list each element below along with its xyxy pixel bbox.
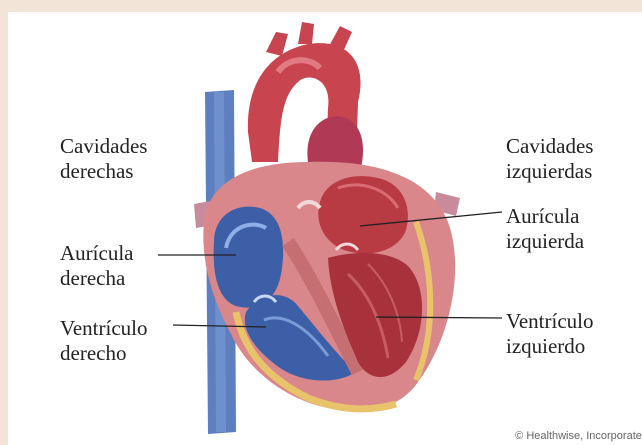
label-left-atrium-line1: Aurícula — [506, 204, 584, 229]
credit-text: © Healthwise, Incorporated — [515, 430, 642, 442]
label-right-ventricle-line2: derecho — [60, 341, 147, 366]
left-atrium-chamber — [318, 176, 408, 253]
label-left-ventricle-line2: izquierdo — [506, 334, 593, 359]
label-left-chambers-line1: Cavidades — [506, 134, 593, 159]
label-left-ventricle-line1: Ventrículo — [506, 309, 593, 334]
label-right-chambers-line1: Cavidades — [60, 134, 147, 159]
label-left-atrium-line2: izquierda — [506, 229, 584, 254]
label-right-atrium-line2: derecha — [60, 266, 133, 291]
diagram-frame: Cavidades derechas Cavidades izquierdas … — [8, 12, 642, 445]
label-left-chambers: Cavidades izquierdas — [506, 134, 593, 184]
label-right-chambers-line2: derechas — [60, 159, 147, 184]
label-right-ventricle-line1: Ventrículo — [60, 316, 147, 341]
label-left-ventricle: Ventrículo izquierdo — [506, 309, 593, 359]
label-left-chambers-line2: izquierdas — [506, 159, 593, 184]
right-atrium-chamber — [214, 207, 284, 308]
label-right-atrium-line1: Aurícula — [60, 241, 133, 266]
label-right-ventricle: Ventrículo derecho — [60, 316, 147, 366]
label-right-chambers: Cavidades derechas — [60, 134, 147, 184]
label-left-atrium: Aurícula izquierda — [506, 204, 584, 254]
label-right-atrium: Aurícula derecha — [60, 241, 133, 291]
